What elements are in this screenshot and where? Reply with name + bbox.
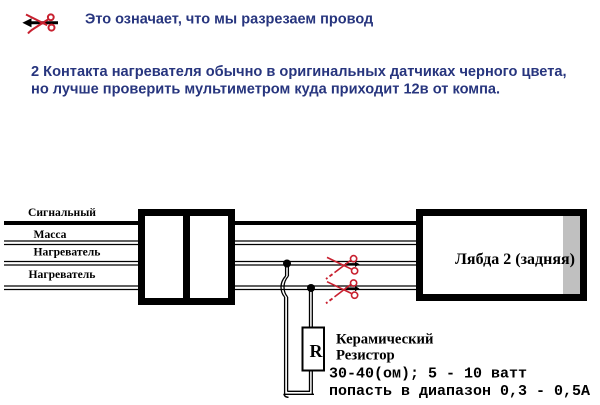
svg-text:Нагреватель: Нагреватель	[34, 246, 101, 259]
svg-text:Масса: Масса	[34, 228, 67, 241]
svg-text:Это означает, что мы разрезаем: Это означает, что мы разрезаем провод	[85, 12, 373, 28]
svg-text:попасть в диапазон 0,3 - 0,5А: попасть в диапазон 0,3 - 0,5А	[329, 383, 590, 400]
svg-text:R: R	[310, 341, 324, 361]
svg-text:Сигнальный: Сигнальный	[28, 206, 96, 219]
svg-text:Резистор: Резистор	[336, 348, 395, 364]
svg-text:2 Контакта нагревателя обычно: 2 Контакта нагревателя обычно в оригинал…	[31, 64, 567, 80]
svg-text:Нагреватель: Нагреватель	[29, 268, 96, 281]
svg-text:30-40(ом); 5 - 10 ватт: 30-40(ом); 5 - 10 ватт	[329, 366, 527, 383]
svg-text:но лучше проверить мультиметро: но лучше проверить мультиметром куда при…	[31, 82, 500, 98]
svg-text:Керамический: Керамический	[336, 332, 434, 348]
svg-text:Лябда 2 (задняя): Лябда 2 (задняя)	[455, 251, 575, 268]
